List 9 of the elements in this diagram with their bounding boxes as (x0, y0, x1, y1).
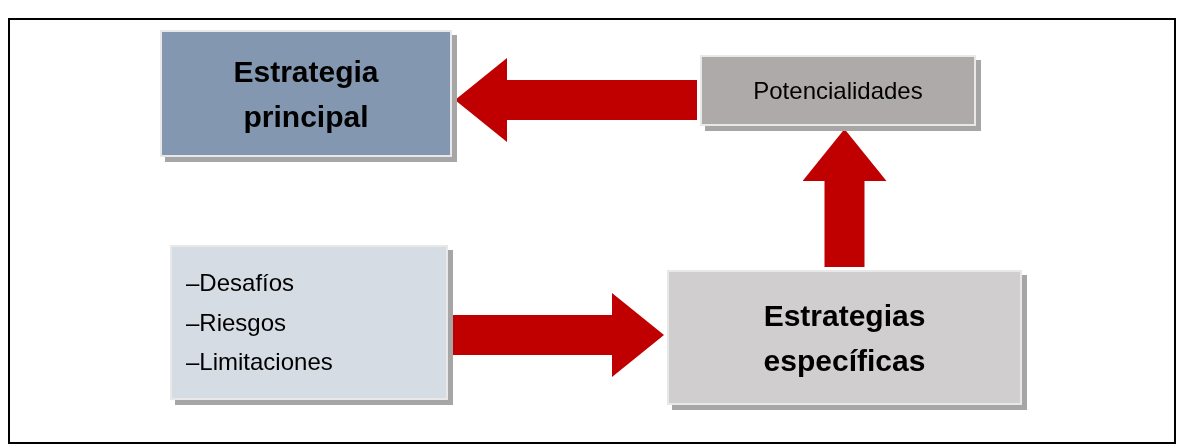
box-label: Estrategia principal (232, 53, 380, 135)
list-item: –Riesgos (186, 307, 287, 338)
list-item: –Desafíos (186, 268, 295, 299)
block-arrow (802, 129, 887, 267)
box-label: Potencialidades (753, 75, 923, 106)
block-arrow (451, 293, 664, 377)
list-item: –Limitaciones (186, 347, 333, 378)
box-label: Estrategias específicas (762, 297, 927, 379)
block-arrow (455, 58, 697, 142)
